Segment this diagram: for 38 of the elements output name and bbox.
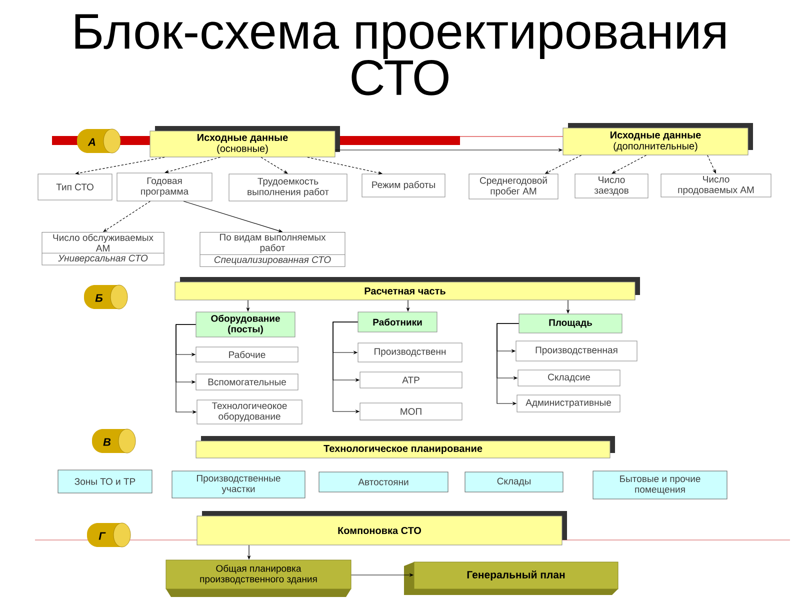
arrow	[164, 156, 221, 174]
heading-box: Компоновка СТО	[196, 511, 567, 546]
title: Блок-схема проектирования СТО	[75, 14, 726, 96]
heading-box: Исходные данные (основные)	[150, 126, 340, 158]
heading-box: Технологическое планирование	[196, 436, 615, 458]
heading-box: Исходные данные (дополнительные)	[562, 123, 753, 156]
category-box: Оборудование (посты)	[196, 312, 296, 338]
text-box: Производственн	[358, 342, 462, 362]
text-box: Вспомогательные	[196, 374, 298, 390]
text-box: Производственная	[516, 340, 638, 362]
arrow	[612, 154, 647, 174]
arrow	[103, 200, 150, 232]
category-box: Площадь	[518, 314, 622, 334]
text-box: Годовая программа	[116, 172, 212, 202]
text-box: МОП	[360, 402, 462, 420]
text-box: Административные	[516, 394, 620, 412]
text-box: По видам выполняемых работ Специализированная СТО	[200, 232, 346, 267]
area-box: Производственные участки	[172, 470, 306, 498]
area-box: Бытовые и прочие помещения	[592, 470, 728, 500]
heading-box: Расчетная часть	[174, 277, 640, 300]
text-box: Среднегодовой пробег АМ	[468, 174, 558, 200]
raised-box: Генеральный план	[404, 562, 618, 595]
text-box: Тип СТО	[38, 174, 112, 200]
text-box: Рабочие	[196, 346, 298, 362]
area-box: Склады	[464, 472, 564, 492]
text-box: Трудоемкость выполнения работ	[228, 174, 348, 202]
text-box: Режим работы	[362, 174, 446, 198]
text-box: Число заездов	[574, 174, 648, 198]
area-box: Автостояни	[318, 472, 448, 492]
area-box: Зоны ТО и ТР	[58, 470, 152, 494]
text-box: Число продоваемых АМ	[660, 174, 772, 198]
raised-box: Общая планировка производственного здания	[166, 560, 352, 597]
text-box: АТР	[360, 372, 462, 388]
text-box: Складсие	[518, 370, 620, 386]
text-box: Технологичеокое оборудование	[196, 400, 302, 424]
arrow	[260, 156, 288, 174]
text-box: Число обслуживаемых АМ Универсальная СТО	[42, 232, 164, 266]
category-box: Работники	[358, 312, 438, 332]
